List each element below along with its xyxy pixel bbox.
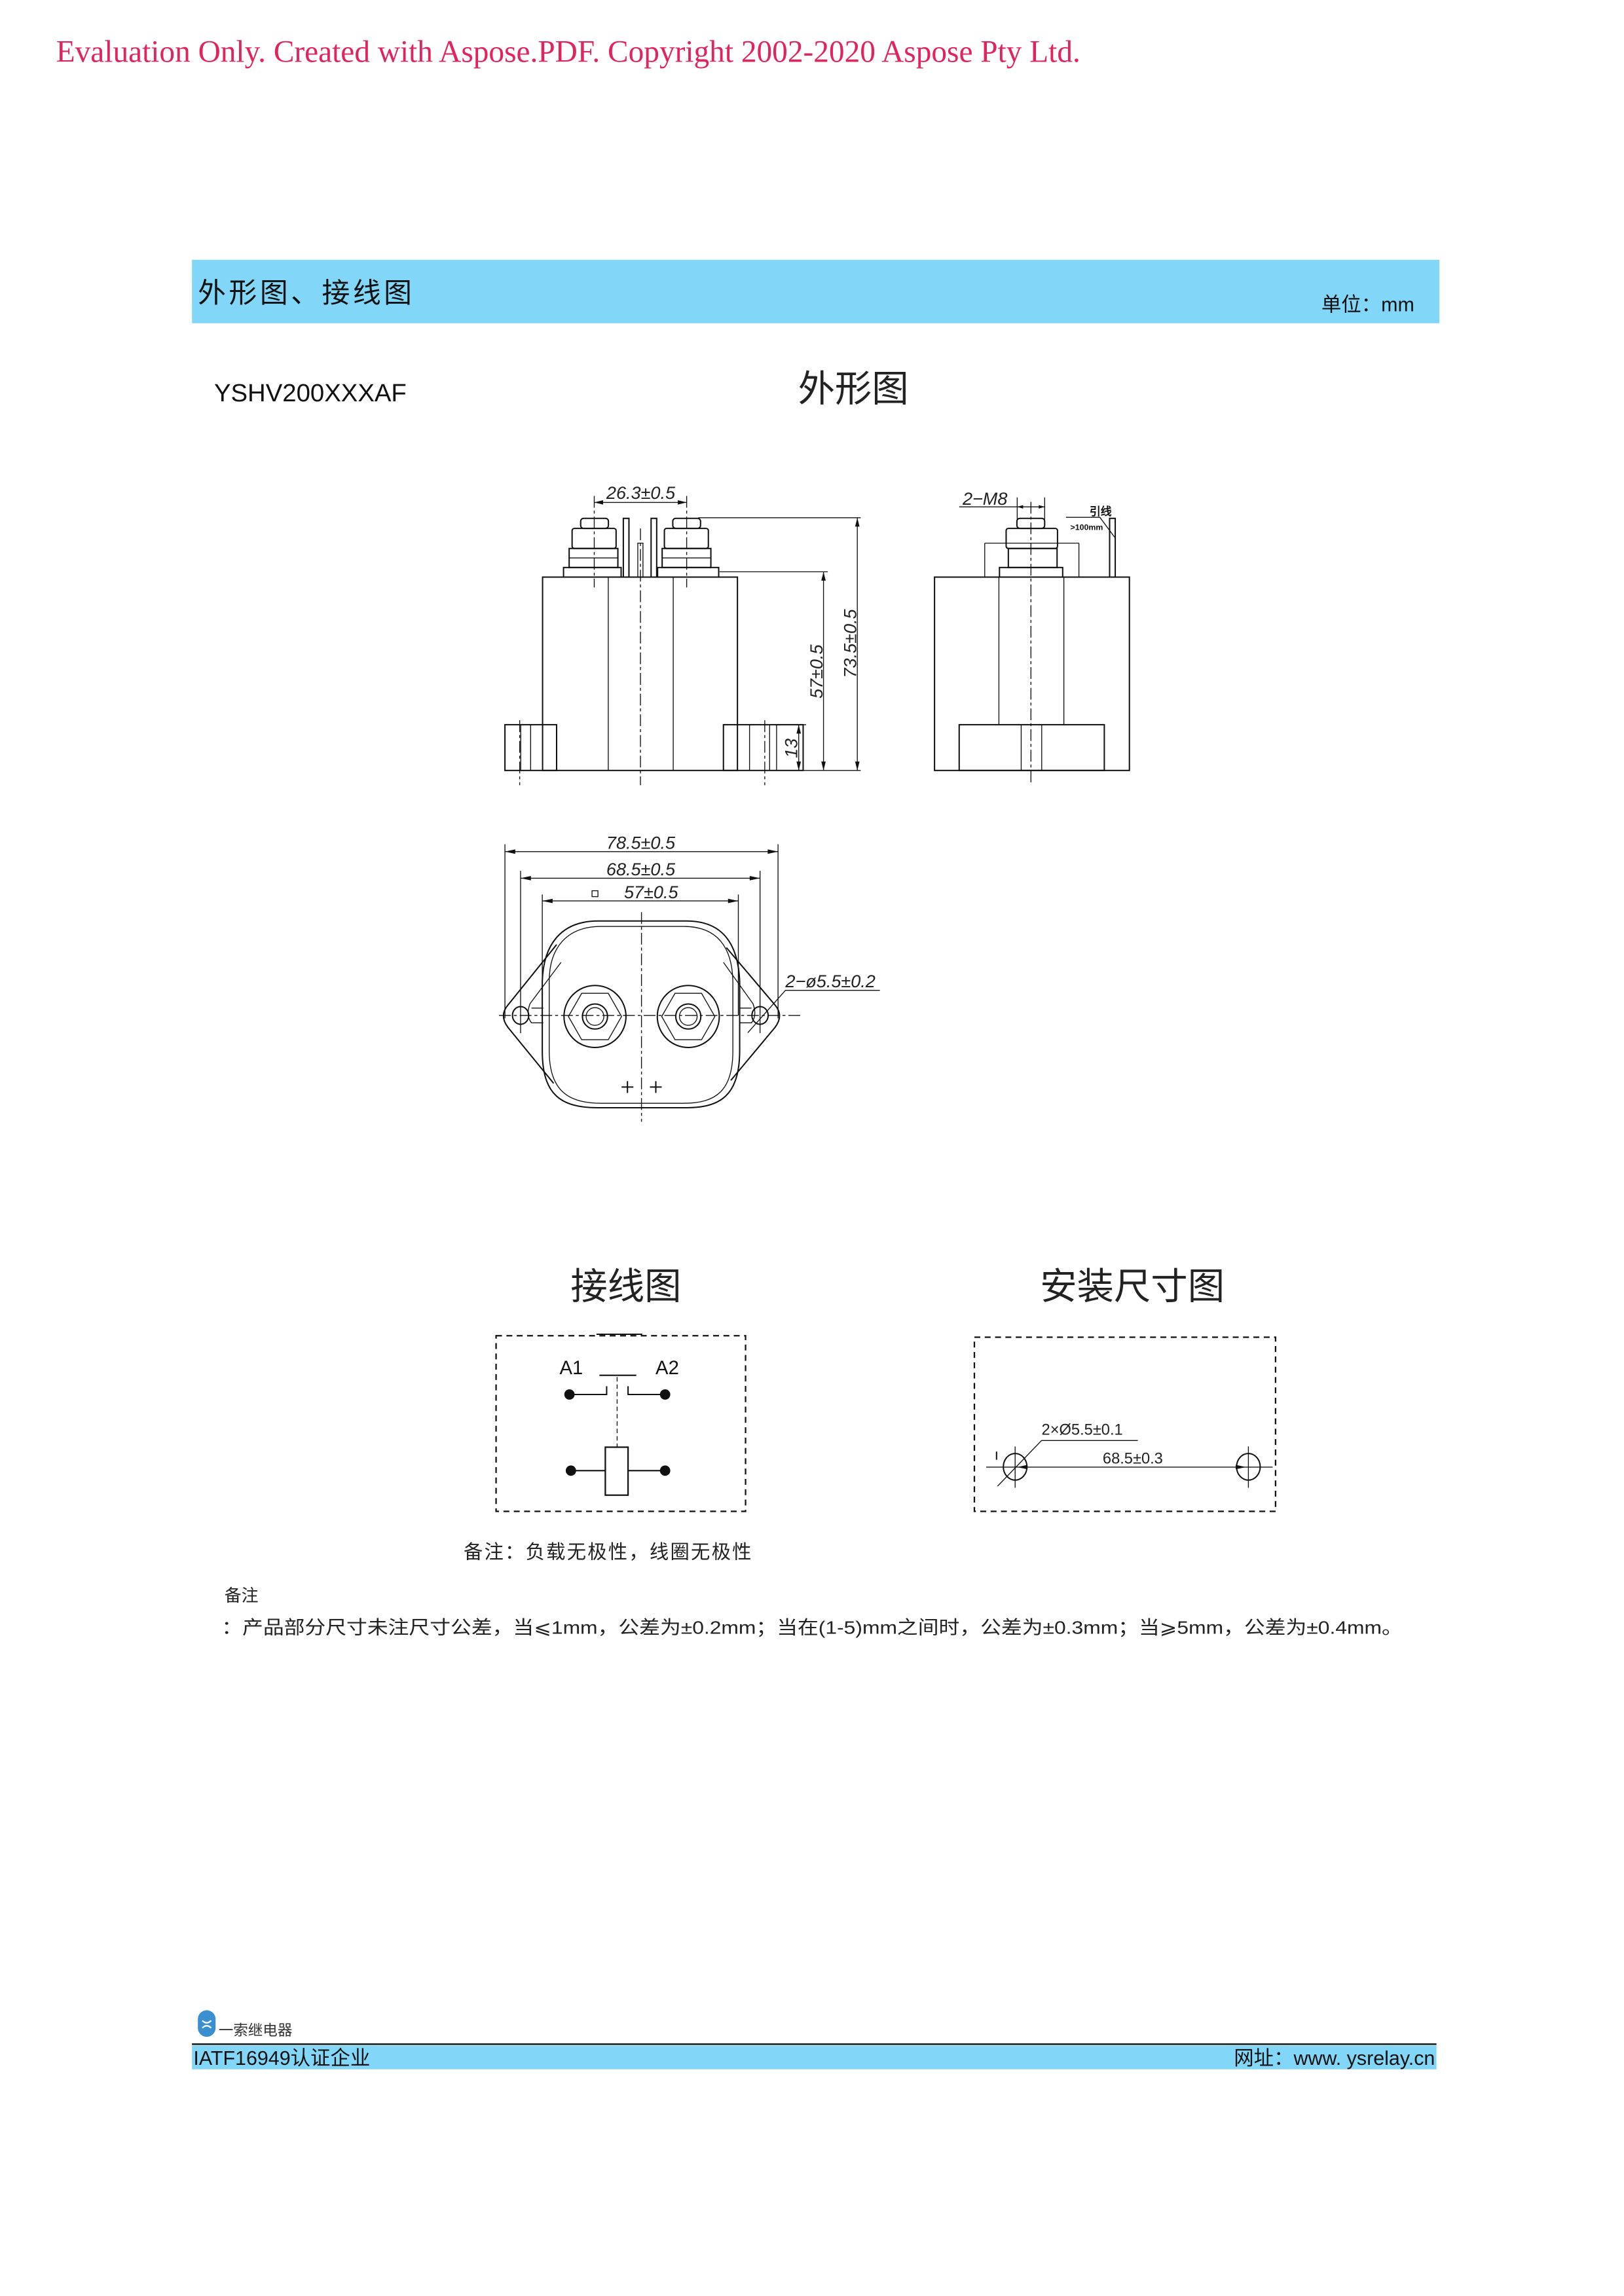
bottom-view-drawing: 78.5±0.5 68.5±0.5 57±0.5 2−ø5.5±0.2 bbox=[499, 833, 880, 1122]
footer-band bbox=[192, 2045, 1437, 2069]
section-header-band bbox=[192, 259, 1440, 323]
notes-label: 备注 bbox=[225, 1586, 259, 1605]
website-link[interactable]: 网址：www. ysrelay.cn bbox=[1234, 2047, 1435, 2069]
side-view-drawing: 2−M8 引线 >100mm bbox=[934, 489, 1130, 786]
coil-symbol bbox=[604, 1446, 629, 1496]
square-symbol-icon bbox=[591, 890, 599, 898]
thread-size-label: 2−M8 bbox=[962, 489, 1007, 509]
lead-wire-label: 引线 bbox=[1090, 505, 1112, 518]
mounting-hole-pitch: 68.5±0.3 bbox=[1103, 1450, 1163, 1467]
lead-length-label: >100mm bbox=[1071, 522, 1103, 532]
total-height-dimension: 73.5±0.5 bbox=[841, 608, 860, 678]
mounting-hole-dimension: 2−ø5.5±0.2 bbox=[784, 972, 875, 991]
model-number: YSHV200XXXAF bbox=[214, 379, 407, 407]
body-width-dimension: 57±0.5 bbox=[624, 883, 678, 902]
mounting-diagram-title: 安装尺寸图 bbox=[1040, 1266, 1225, 1307]
mounting-hole-diameter: 2×Ø5.5±0.1 bbox=[1042, 1421, 1123, 1438]
hole-pitch-dimension: 68.5±0.5 bbox=[606, 860, 676, 879]
certification-label: IATF16949认证企业 bbox=[193, 2047, 370, 2069]
wiring-diagram-title: 接线图 bbox=[570, 1266, 681, 1307]
overall-width-dimension: 78.5±0.5 bbox=[606, 833, 676, 852]
watermark-text: Evaluation Only. Created with Aspose.PDF… bbox=[56, 35, 1080, 69]
brand-name: 一索继电器 bbox=[219, 2022, 293, 2039]
terminal-pitch-dimension: 26.3±0.5 bbox=[606, 483, 676, 503]
foot-height-dimension: 13 bbox=[781, 738, 801, 758]
section-title: 外形图、接线图 bbox=[198, 278, 415, 309]
outline-drawing-title: 外形图 bbox=[798, 368, 909, 409]
front-view-drawing: 26.3±0.5 73.5±0.5 57±0.5 13 bbox=[504, 483, 861, 786]
body-height-dimension: 57±0.5 bbox=[807, 644, 826, 699]
polarity-note: 备注：负载无极性，线圈无极性 bbox=[464, 1542, 753, 1563]
unit-label: 单位：mm bbox=[1321, 294, 1414, 316]
tolerance-note: ：产品部分尺寸未注尺寸公差，当⩽1mm，公差为±0.2mm；当在(1-5)mm之… bbox=[221, 1617, 1403, 1638]
mounting-diagram: 2×Ø5.5±0.1 68.5±0.3 bbox=[973, 1336, 1277, 1512]
company-logo bbox=[198, 2010, 216, 2037]
terminal-a1-label: A1 bbox=[559, 1357, 583, 1379]
wiring-diagram: A1 A2 bbox=[495, 1333, 747, 1512]
terminal-a2-label: A2 bbox=[655, 1357, 679, 1379]
